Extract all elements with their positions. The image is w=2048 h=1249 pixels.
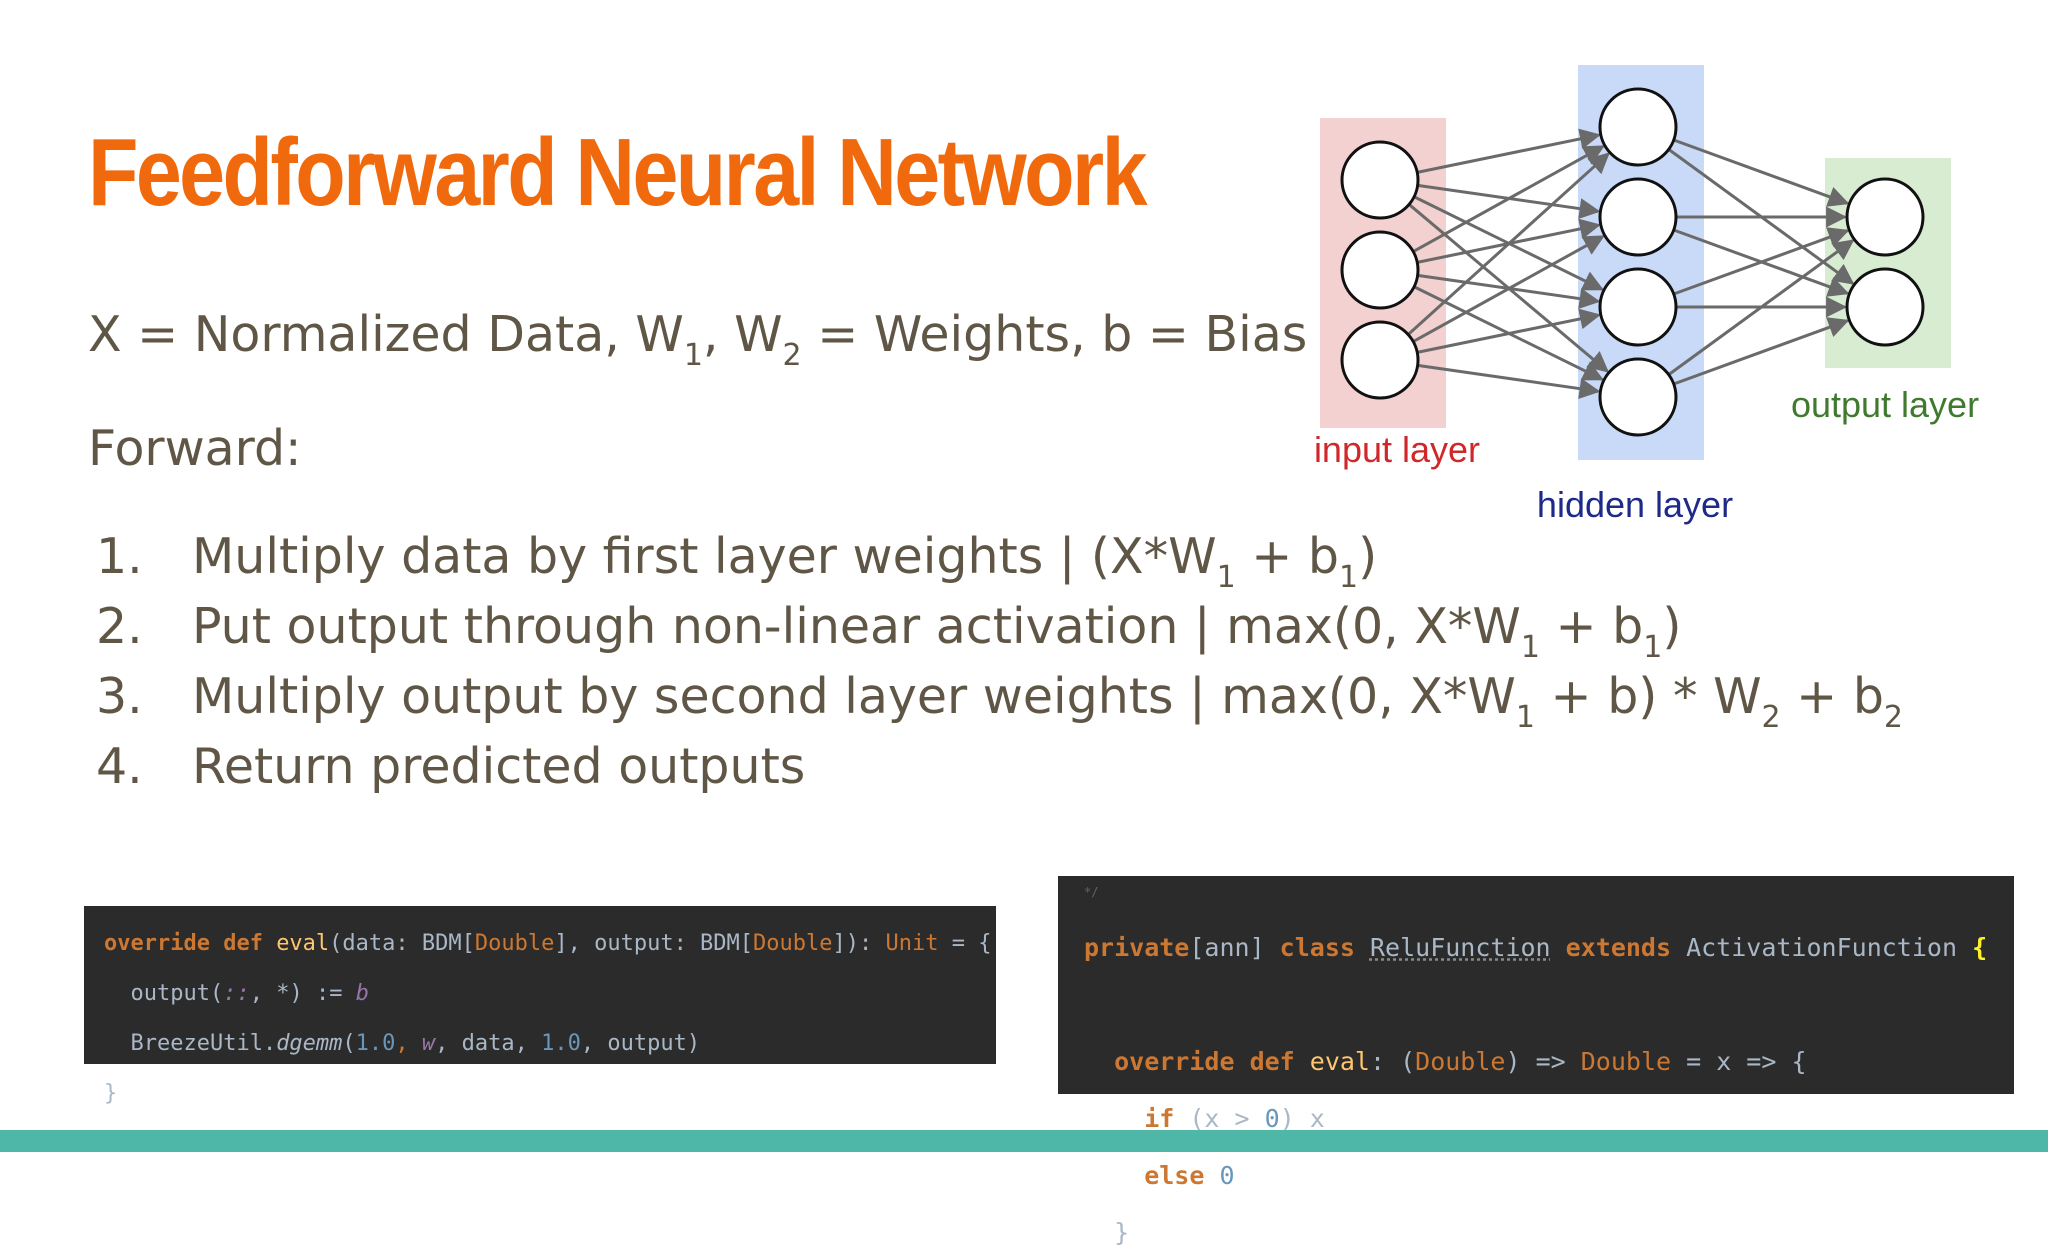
connection-edge [1667, 239, 1855, 376]
code-line [1084, 989, 1988, 1014]
connection-edge [1416, 308, 1601, 354]
connection-edge [1673, 138, 1850, 207]
code-line: override def eval(data: BDM[Double], out… [104, 931, 992, 956]
code-line: private[ann] class ReluFunction extends … [1084, 933, 1988, 962]
neuron-node [1340, 230, 1420, 310]
code-line: else 0 [1084, 1161, 1235, 1190]
layer-label: output layer [1791, 384, 1979, 425]
slide-title: Feedforward Neural Network [88, 119, 1147, 226]
code-line: } [1084, 1218, 1130, 1247]
layer-label: hidden layer [1537, 484, 1733, 525]
connection-edge [1412, 235, 1605, 343]
connection-edge [1417, 363, 1601, 400]
connection-edge [1673, 227, 1850, 296]
code-line: output(::, *) := b [104, 981, 369, 1006]
code-line: override def eval: (Double) => Double = … [1084, 1047, 1807, 1076]
neural-network-diagram: input layer hidden layer output layer [1314, 65, 1979, 525]
neuron-node [1845, 177, 1925, 257]
neuron-node [1845, 267, 1925, 347]
connection-edge [1673, 317, 1850, 386]
code-snippet-relu: */ private[ann] class ReluFunction exten… [1058, 876, 2014, 1247]
code-line: BreezeUtil.dgemm(1.0, w, data, 1.0, outp… [104, 1031, 701, 1056]
variable-definitions: X = Normalized Data, W1, W2 = Weights, b… [88, 306, 1308, 373]
connection-edge [1416, 128, 1601, 174]
neuron-node [1340, 320, 1420, 400]
neuron-node [1598, 87, 1678, 167]
code-snippet-eval: override def eval(data: BDM[Double], out… [84, 906, 996, 1106]
connection-edge [1407, 152, 1610, 336]
code-line: if (x > 0) x [1084, 1104, 1325, 1133]
neuron-node [1598, 357, 1678, 437]
code-line: */ [1084, 885, 1099, 899]
footer-accent-bar [0, 1130, 2048, 1152]
forward-label: Forward: [88, 420, 302, 477]
neuron-node [1598, 177, 1678, 257]
connection-edge [1412, 145, 1605, 253]
neuron-node [1340, 140, 1420, 220]
layer-label: input layer [1314, 429, 1480, 470]
neuron-node [1598, 267, 1678, 347]
code-line: } [104, 1081, 118, 1106]
